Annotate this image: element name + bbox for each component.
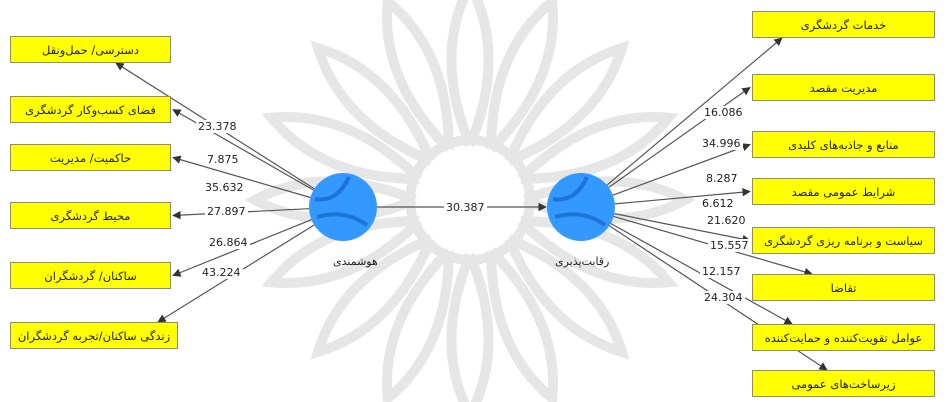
construct-competitiveness bbox=[547, 173, 615, 241]
indicator-box-left: دسترسی/ حمل‌ونقل bbox=[10, 36, 171, 63]
indicator-box-right: عوامل تقویت‌کننده و حمایت‌کننده bbox=[752, 324, 935, 351]
construct-label: هوشمندی bbox=[333, 255, 378, 268]
right-loading-edge bbox=[608, 87, 751, 188]
loading-coefficient: 27.897 bbox=[205, 205, 248, 218]
loading-coefficient: 43.224 bbox=[200, 266, 243, 279]
left-loading-edge bbox=[172, 155, 311, 199]
loading-coefficient: 8.287 bbox=[704, 172, 740, 185]
indicator-box-left: ساکنان/ گردشگران bbox=[10, 262, 171, 289]
indicator-label: سیاست و برنامه ریزی گردشگری bbox=[764, 233, 923, 248]
watermark-petal bbox=[504, 40, 630, 166]
indicator-label: محیط گردشگری bbox=[50, 208, 131, 223]
indicator-box-left: زندگی ساکنان/تجربه گردشگران bbox=[10, 322, 178, 349]
construct-glyph bbox=[552, 176, 607, 227]
indicator-label: مدیریت مقصد bbox=[809, 80, 878, 95]
watermark-petal bbox=[382, 247, 454, 402]
loading-coefficient: 35.632 bbox=[203, 181, 246, 194]
indicator-box-right: تقاضا bbox=[752, 274, 935, 301]
watermark-petal bbox=[504, 234, 630, 360]
indicator-box-right: شرایط عمومی مقصد bbox=[752, 178, 935, 205]
loading-coefficient: 23.378 bbox=[196, 120, 239, 133]
watermark-petal bbox=[382, 0, 454, 153]
indicator-label: دسترسی/ حمل‌ونقل bbox=[41, 42, 140, 57]
loading-coefficient: 26.864 bbox=[207, 236, 250, 249]
watermark-petal bbox=[310, 234, 436, 360]
indicator-box-right: زیرساخت‌های عمومی bbox=[752, 370, 935, 397]
loading-coefficient: 7.875 bbox=[205, 153, 241, 166]
indicator-label: عوامل تقویت‌کننده و حمایت‌کننده bbox=[764, 330, 923, 345]
loading-coefficient: 34.996 bbox=[700, 137, 743, 150]
indicator-box-left: حاکمیت/ مدیریت bbox=[10, 144, 171, 171]
loading-coefficient: 15.557 bbox=[708, 239, 751, 252]
indicator-box-right: خدمات گردشگری bbox=[752, 11, 935, 38]
watermark-ring bbox=[405, 135, 535, 265]
right-loading-edge bbox=[606, 37, 783, 186]
watermark-petal bbox=[446, 253, 494, 402]
loading-coefficient: 16.086 bbox=[702, 106, 745, 119]
watermark-petal bbox=[446, 0, 494, 147]
watermark-petal bbox=[517, 112, 679, 184]
loading-coefficient: 24.304 bbox=[702, 291, 745, 304]
construct-smartness bbox=[309, 173, 377, 241]
indicator-box-right: منابع و جاذبه‌های کلیدی bbox=[752, 131, 935, 158]
watermark-emblem bbox=[244, 0, 696, 402]
indicator-label: حاکمیت/ مدیریت bbox=[49, 150, 132, 165]
watermark-petal bbox=[261, 112, 423, 184]
indicator-label: زیرساخت‌های عمومی bbox=[791, 376, 896, 391]
indicator-label: فضای کسب‌وکار گردشگری bbox=[25, 102, 156, 117]
right-loading-edge bbox=[612, 143, 751, 196]
indicator-box-left: فضای کسب‌وکار گردشگری bbox=[10, 96, 171, 123]
indicator-box-right: سیاست و برنامه ریزی گردشگری bbox=[752, 227, 935, 254]
right-loading-edge bbox=[614, 188, 751, 205]
indicator-label: تقاضا bbox=[830, 280, 857, 295]
watermark-petal bbox=[486, 0, 558, 153]
loading-coefficient: 21.620 bbox=[705, 214, 748, 227]
construct-nodes bbox=[309, 173, 615, 241]
indicator-label: ساکنان/ گردشگران bbox=[44, 268, 137, 283]
loading-coefficient: 6.612 bbox=[700, 197, 736, 210]
construct-glyph bbox=[314, 176, 369, 227]
right-loading-edge bbox=[614, 213, 751, 244]
indicator-box-left: محیط گردشگری bbox=[10, 202, 171, 229]
path-coefficient: 30.387 bbox=[444, 201, 487, 214]
watermark-petal bbox=[310, 40, 436, 166]
indicator-label: خدمات گردشگری bbox=[800, 17, 887, 32]
indicator-label: زندگی ساکنان/تجربه گردشگران bbox=[17, 328, 171, 343]
loading-coefficient: 12.157 bbox=[700, 265, 743, 278]
indicator-label: منابع و جاذبه‌های کلیدی bbox=[788, 137, 899, 152]
indicator-box-right: مدیریت مقصد bbox=[752, 74, 935, 101]
construct-label: رقابت‌پذیری bbox=[555, 255, 610, 268]
indicator-label: شرایط عمومی مقصد bbox=[791, 184, 896, 199]
watermark-petal bbox=[486, 247, 558, 402]
